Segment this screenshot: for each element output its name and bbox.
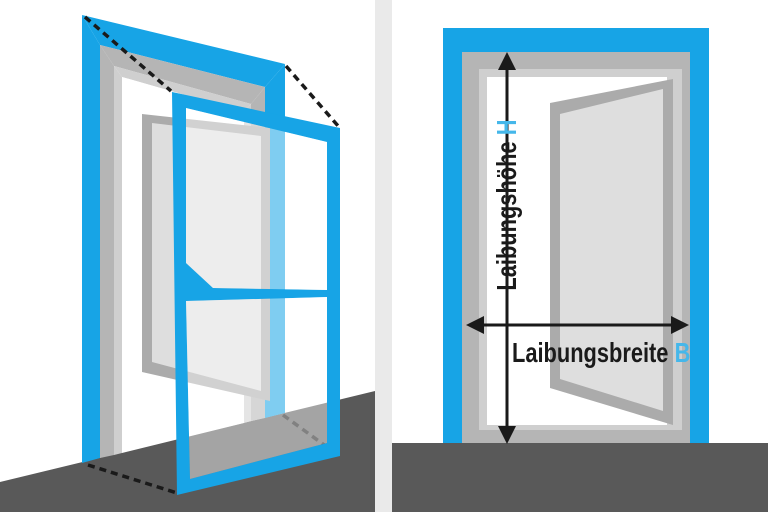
- frame-left-post: [82, 15, 100, 463]
- door-leaf-face: [560, 89, 663, 411]
- reveal-top: [100, 45, 265, 104]
- width-label-text: Laibungsbreite: [512, 337, 668, 368]
- width-label-symbol: B: [675, 337, 691, 368]
- reveal-inner-top: [114, 66, 251, 112]
- screen-mesh-lower: [186, 297, 327, 479]
- height-label-text: Laibungshöhe: [491, 141, 522, 290]
- door-frame-blue: [82, 15, 285, 463]
- reveal-left: [100, 45, 114, 458]
- floor: [392, 443, 768, 512]
- mounting-dashes-floor: [87, 413, 340, 495]
- dash-bottom-left: [87, 463, 178, 495]
- width-arrow: [466, 316, 689, 334]
- perspective-illustration: [0, 0, 375, 512]
- mounting-dashes-top: [83, 15, 341, 129]
- frame-top-rail: [82, 15, 285, 87]
- height-label-symbol: H: [491, 119, 522, 135]
- screen-panel: [172, 92, 340, 495]
- arrowhead-up-icon: [498, 52, 516, 70]
- dash-top-right: [284, 64, 341, 129]
- height-label: Laibungshöhe H: [491, 119, 522, 290]
- open-door-leaf-front: [550, 79, 673, 425]
- arrowhead-down-icon: [498, 426, 516, 444]
- screen-frame: [172, 92, 340, 495]
- reveal-inner-left: [114, 66, 122, 455]
- screen-mesh-upper: [186, 108, 327, 290]
- arrowhead-right-icon: [671, 316, 689, 334]
- panel-divider: [375, 0, 392, 512]
- dash-top-left: [83, 15, 173, 93]
- height-arrow: [498, 52, 516, 444]
- arrowhead-left-icon: [466, 316, 484, 334]
